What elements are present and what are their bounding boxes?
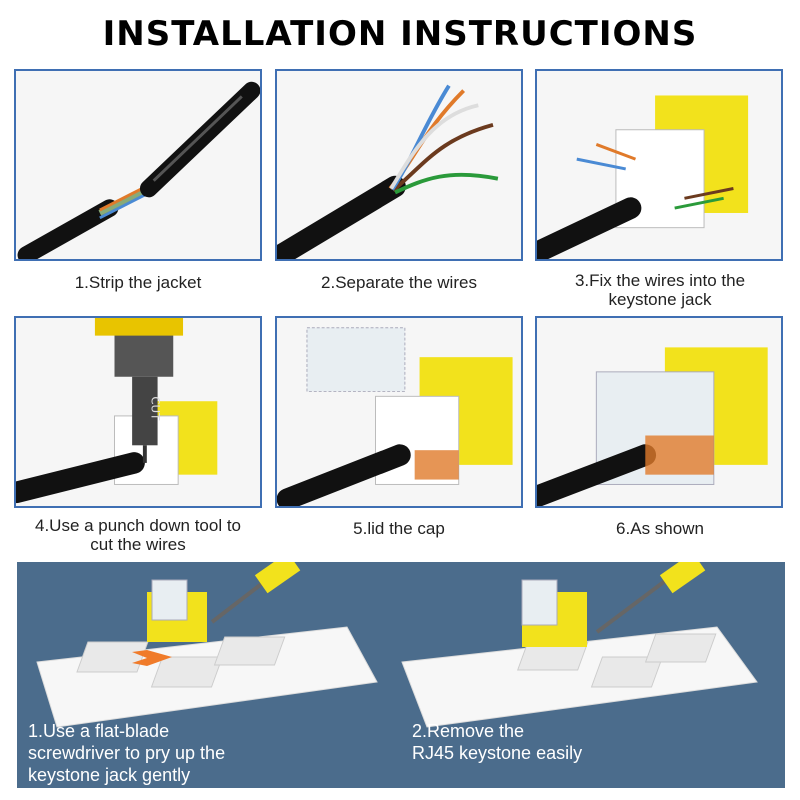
step-1-caption: 1.Strip the jacket xyxy=(74,273,202,292)
step-4-caption-line-1: 4.Use a punch down tool to xyxy=(34,516,242,535)
step-6-panel xyxy=(535,316,783,508)
page-title: INSTALLATION INSTRUCTIONS xyxy=(102,14,698,54)
step-5-panel xyxy=(275,316,523,508)
removal-instructions-panel: 1.Use a flat-blade screwdriver to pry up… xyxy=(17,562,785,788)
faceplate-removal-illustration xyxy=(36,562,758,728)
finished-jack-illustration xyxy=(537,347,768,506)
stripped-cable-illustration xyxy=(17,81,260,259)
step-4-panel: CUT xyxy=(14,316,262,508)
step-2-caption: 2.Separate the wires xyxy=(321,273,477,292)
step-3-caption-line-2: keystone jack xyxy=(608,290,712,309)
removal-step-1-line-1: 1.Use a flat-blade xyxy=(28,721,170,741)
keystone-jack-wiring-illustration xyxy=(537,95,749,259)
tool-cut-label: CUT xyxy=(149,396,163,421)
step-4-caption: 4.Use a punch down tool to cut the wires xyxy=(8,516,268,554)
cap-placement-illustration xyxy=(277,327,513,506)
removal-step-2-line-2: RJ45 keystone easily xyxy=(412,743,583,763)
step-5-caption: 5.lid the cap xyxy=(353,519,445,538)
removal-step-1-line-3: keystone jack gently xyxy=(28,765,191,785)
step-3-panel xyxy=(535,69,783,261)
punch-down-tool-illustration: CUT xyxy=(16,318,218,504)
step-6-caption: 6.As shown xyxy=(616,519,704,538)
removal-step-1-line-2: screwdriver to pry up the xyxy=(28,743,226,763)
removal-step-1-caption: 1.Use a flat-blade screwdriver to pry up… xyxy=(28,720,225,786)
step-3-caption: 3.Fix the wires into the keystone jack xyxy=(530,271,790,309)
removal-step-2-line-1: 2.Remove the xyxy=(412,721,525,741)
step-3-caption-line-1: 3.Fix the wires into the xyxy=(574,271,746,290)
step-1-panel xyxy=(14,69,262,261)
removal-step-2-caption: 2.Remove the RJ45 keystone easily xyxy=(412,720,582,764)
separated-wires-illustration xyxy=(277,84,499,259)
step-4-caption-line-2: cut the wires xyxy=(90,535,186,554)
step-2-panel xyxy=(275,69,523,261)
